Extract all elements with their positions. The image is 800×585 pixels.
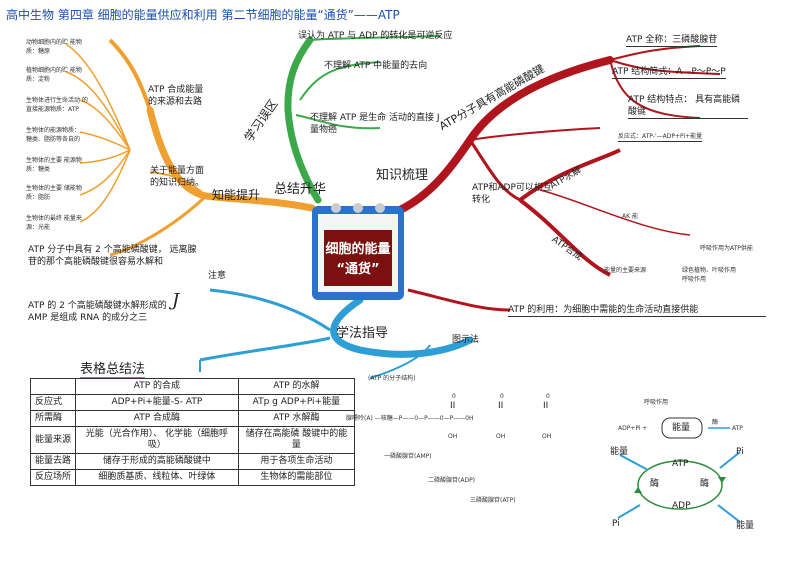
table-cell: 细胞质基质、线粒体、叶绿体 — [75, 469, 239, 486]
center-topic-image: 细胞的能量 “通货” — [310, 200, 406, 302]
cycle-enzyme-small: 酶 — [712, 419, 719, 426]
molecule-oh: OH — [542, 433, 552, 440]
left-list-item: 生物体的最终 能量来源：光能 — [26, 215, 82, 231]
atp-tiny-4: 绿色植物、叶吸作用 呼吸作用 — [682, 267, 737, 283]
branch-method: 学法指导 — [336, 326, 389, 341]
cycle-reaction: ADP+Pi + — [618, 425, 648, 432]
atp-full-name: ATP 全称：三磷酸腺苷 — [626, 35, 718, 47]
center-topic-line2: “通货” — [336, 262, 380, 277]
table-header-cell — [30, 378, 76, 395]
molecule-atp: 三磷酸腺苷(ATP) — [470, 497, 516, 504]
table-cell: ADP+Pi+能量-S- ATP — [75, 394, 239, 411]
table-cell: ATp g ADP+Pi+能量 — [237, 394, 356, 411]
table-cell: 反应式 — [30, 394, 76, 411]
cycle-energy-box: 能量 — [672, 423, 691, 433]
summary-table: ATP 的合成 ATP 的水解 反应式 ADP+Pi+能量-S- ATP ATp… — [30, 378, 356, 486]
branch-knowledge-up: 知能提升 — [212, 188, 261, 202]
cycle-respiration: 呼吸作用 — [644, 399, 669, 406]
cycle-energy-left: 能量 — [610, 447, 629, 457]
cycle-pi-left: Pi — [612, 519, 620, 529]
table-cell: 储存在高能磷 酸键中的能量 — [237, 426, 356, 454]
table-cell: ATP 合成酶 — [75, 410, 239, 427]
cycle-to-atp: ATP — [732, 425, 743, 432]
table-header-cell: ATP 的水解 — [237, 378, 356, 395]
atp-tiny-1: AK 能 — [622, 213, 638, 220]
table-header-cell: ATP 的合成 — [75, 378, 239, 395]
atp-feature: ATP 结构特点： 具有高能磷酸键 — [628, 94, 748, 119]
atp-usage: ATP 的利用：为细胞中需能的生命活动直接供能 — [508, 304, 766, 317]
left-list-item: 植物细胞内的贮 能物质：淀粉 — [26, 67, 82, 83]
note-1: ATP 分子中具有 2 个高能磷酸键， 远离腺苷的那个高能磷酸键很容易水解和 — [28, 245, 197, 267]
molecule-formula: 腺嘌呤(A) —核糖—P——0—P——0—P——0H — [346, 415, 474, 422]
table-cell: 光能（光合作用）、 化学能（细胞呼吸） — [75, 426, 239, 454]
left-list-item: 动物细胞内的贮 能物质：糖原 — [26, 39, 82, 55]
molecule-o: 0 — [452, 393, 456, 400]
table-row: 反应场所 细胞质基质、线粒体、叶绿体 生物体的需能部位 — [30, 469, 356, 486]
molecule-double-bond: II — [498, 401, 504, 411]
table-header-row: ATP 的合成 ATP 的水解 — [30, 378, 356, 395]
table-cell: 反应场所 — [30, 469, 76, 486]
preview-item-1: 误认为 ATP 与 ADP 的转化是可逆反应 — [298, 31, 453, 41]
molecule-adp: 二磷酸腺苷(ADP) — [428, 477, 476, 484]
molecule-o: 0 — [546, 393, 550, 400]
note-j-mark: J — [172, 290, 180, 311]
cycle-enzyme-right: 酶 — [700, 479, 710, 489]
left-list-item: 生物体的主要 能源物质：糖类 — [26, 157, 82, 173]
cycle-atp: ATP — [672, 459, 689, 469]
molecule-amp: 一磷酸腺苷(AMP) — [384, 453, 432, 460]
branch-note: 注意 — [208, 271, 227, 281]
left-list-item: 生物体的能源物质： 糖类、脂肪等各自的 — [26, 127, 81, 143]
note-2: ATP 的 2 个高能磷酸键水解形成的 AMP 是组成 RNA 的成分之三 — [28, 301, 167, 323]
table-row: 反应式 ADP+Pi+能量-S- ATP ATp g ADP+Pi+能量 — [30, 394, 356, 411]
table-cell: 能量来源 — [30, 426, 76, 454]
branch-summary: 总结升华 — [274, 182, 327, 197]
table-row: 所需酶 ATP 合成酶 ATP 水解酶 — [30, 410, 356, 427]
table-cell: 储存于形成的高能磷酸键中 — [75, 453, 239, 470]
table-row: 能量来源 光能（光合作用）、 化学能（细胞呼吸） 储存在高能磷 酸键中的能量 — [30, 426, 356, 454]
atp-tiny-3: 呼吸作用为ATP供能 — [700, 245, 753, 252]
molecule-double-bond: II — [450, 401, 456, 411]
cycle-adp: ADP — [672, 501, 691, 511]
page-title: 高中生物 第四章 细胞的能量供应和利用 第二节细胞的能量“通货”——ATP — [6, 8, 400, 22]
preview-item-3: 不理解 ATP 是生命 活动的直接 J 量物癌 — [310, 113, 440, 135]
knowledge-sources: ATP 合成能量的来源和去路 — [148, 85, 204, 107]
knowledge-general: 关于能量方面的知识归纳。 — [150, 166, 205, 188]
table-cell: 所需酶 — [30, 410, 76, 427]
preview-item-2: 不理解 ATP 中能量的去向 — [324, 61, 428, 71]
table-cell: 用于各项生命活动 — [237, 453, 356, 470]
cycle-energy-right: 能量 — [736, 521, 755, 531]
molecule-o: 0 — [500, 393, 504, 400]
branch-table-method: 表格总结法 — [80, 358, 146, 379]
branch-diagram-method: 图示法 — [452, 335, 480, 345]
cycle-pi-right: Pi — [736, 447, 744, 457]
atp-reaction: 反应式：ATP-'—ADP+Pi+能量 — [618, 133, 703, 142]
table-cell: ATP 水解酶 — [237, 410, 356, 427]
table-cell: 能量去路 — [30, 453, 76, 470]
molecule-caption: (ATP 的分子结构) — [368, 375, 416, 382]
table-cell: 生物体的需能部位 — [237, 469, 356, 486]
molecule-double-bond: II — [543, 401, 549, 411]
calendar-icon — [312, 203, 404, 300]
left-list-item: 生物体的主要 储能物质：脂肪 — [26, 185, 82, 201]
atp-formula: ATP 结构简式：A—P～P～P — [612, 67, 726, 79]
cycle-enzyme-left: 酶 — [650, 479, 660, 489]
branch-knowledge-org: 知识梳理 — [376, 168, 429, 183]
left-list-item: 生物体进行生命活动 的直接能源物质：ATP — [26, 97, 88, 113]
atp-adp-convert: ATP和ADP可以相互转化 — [472, 183, 552, 205]
atp-tiny-2: 能量的主要来源 — [604, 267, 647, 274]
table-row: 能量去路 储存于形成的高能磷酸键中 用于各项生命活动 — [30, 453, 356, 470]
center-topic-line1: 细胞的能量 — [325, 242, 391, 257]
molecule-oh: OH — [496, 433, 506, 440]
molecule-oh: OH — [448, 433, 458, 440]
